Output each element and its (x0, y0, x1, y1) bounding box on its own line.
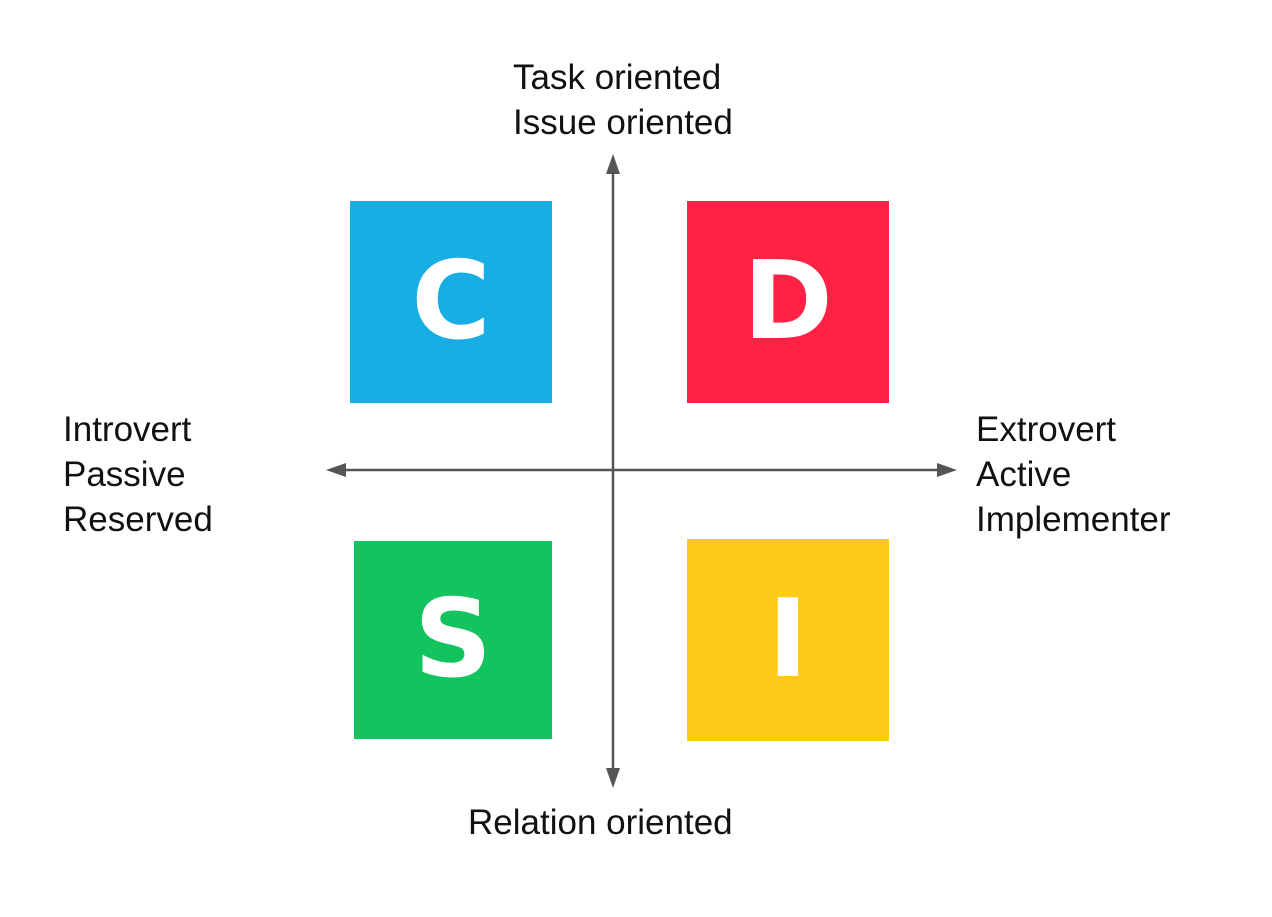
right-axis-label: Extrovert Active Implementer (976, 407, 1171, 542)
quadrant-c: C (350, 201, 552, 403)
quadrant-d-letter: D (743, 239, 833, 364)
left-axis-label: Introvert Passive Reserved (63, 407, 213, 542)
quadrant-s-letter: S (414, 577, 492, 702)
quadrant-s: S (354, 541, 552, 739)
left-label-line: Reserved (63, 500, 213, 539)
top-label-line: Task oriented (513, 58, 722, 97)
bottom-axis-label: Relation oriented (468, 800, 733, 845)
arrow-right-icon (937, 463, 957, 477)
right-label-line: Implementer (976, 500, 1171, 539)
left-label-line: Passive (63, 455, 186, 494)
left-label-line: Introvert (63, 410, 192, 449)
quadrant-c-letter: C (411, 239, 491, 364)
top-axis-label: Task oriented Issue oriented (513, 55, 733, 145)
quadrant-d: D (687, 201, 889, 403)
arrow-down-icon (606, 768, 620, 788)
quadrant-i: I (687, 539, 889, 741)
top-label-line: Issue oriented (513, 103, 733, 142)
arrow-left-icon (326, 463, 346, 477)
bottom-label-line: Relation oriented (468, 803, 733, 842)
right-label-line: Extrovert (976, 410, 1117, 449)
right-label-line: Active (976, 455, 1072, 494)
arrow-up-icon (606, 154, 620, 174)
quadrant-i-letter: I (767, 577, 809, 702)
